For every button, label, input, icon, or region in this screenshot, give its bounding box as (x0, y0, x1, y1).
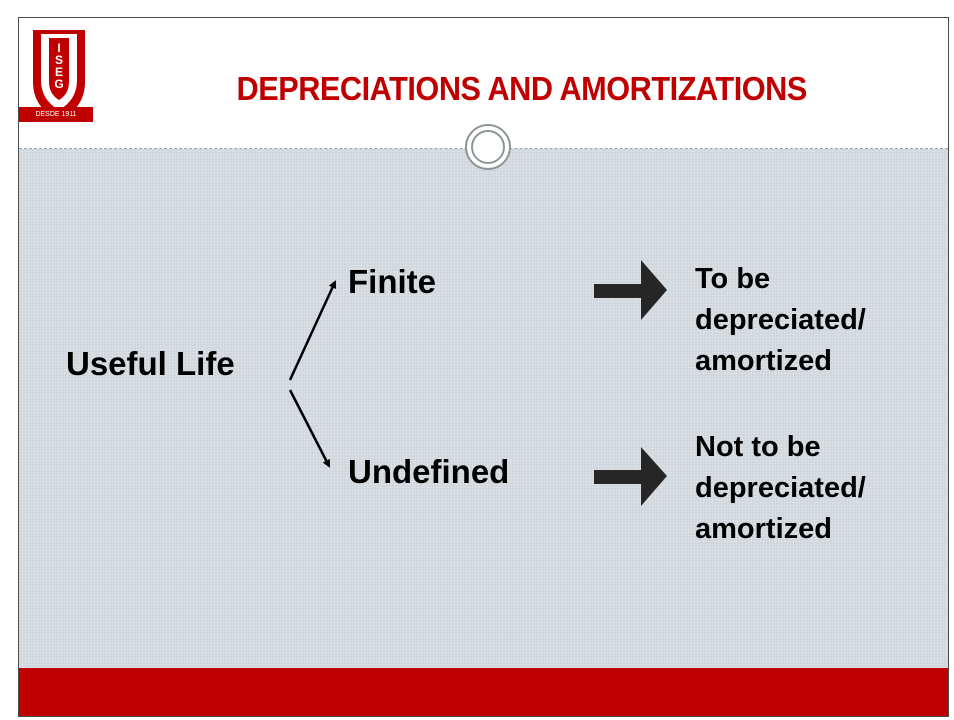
block-arrow-undefined (594, 447, 667, 506)
slide-header: I S E G DESDE 1911 DEPRECIATIONS AND AMO… (19, 18, 948, 149)
slide-footer-bar (19, 668, 948, 716)
result-finite-line: To be (695, 263, 771, 295)
root-label-useful-life: Useful Life (66, 345, 235, 382)
result-undefined-line: depreciated/ (695, 472, 866, 504)
logo-caption: DESDE 1911 (19, 107, 93, 122)
result-finite: To be depreciated/ amortized (695, 259, 866, 382)
logo-letter-4: G (54, 77, 63, 91)
divider-circle-ornament (465, 124, 511, 170)
isg-logo: I S E G (29, 30, 89, 122)
branch-label-finite: Finite (348, 263, 436, 300)
result-undefined: Not to be depreciated/ amortized (695, 427, 866, 550)
result-finite-line: depreciated/ (695, 304, 866, 336)
result-finite-line: amortized (695, 345, 832, 377)
slide-title: DEPRECIATIONS AND AMORTIZATIONS (236, 70, 807, 107)
slide: I S E G DESDE 1911 DEPRECIATIONS AND AMO… (18, 17, 949, 717)
result-undefined-line: amortized (695, 513, 832, 545)
branch-arrow-finite (288, 280, 337, 381)
logo-letter-2: S (55, 53, 63, 67)
diagram-connectors (288, 260, 667, 506)
branch-arrow-undefined (288, 389, 331, 468)
shield-icon: I S E G (33, 30, 85, 120)
content-area (19, 149, 948, 668)
branch-label-undefined: Undefined (348, 453, 510, 490)
block-arrow-finite (594, 260, 667, 320)
logo-letter-3: E (55, 65, 63, 79)
result-undefined-line: Not to be (695, 431, 821, 463)
logo-letter-1: I (57, 41, 60, 55)
divider-circle-inner (471, 130, 505, 164)
